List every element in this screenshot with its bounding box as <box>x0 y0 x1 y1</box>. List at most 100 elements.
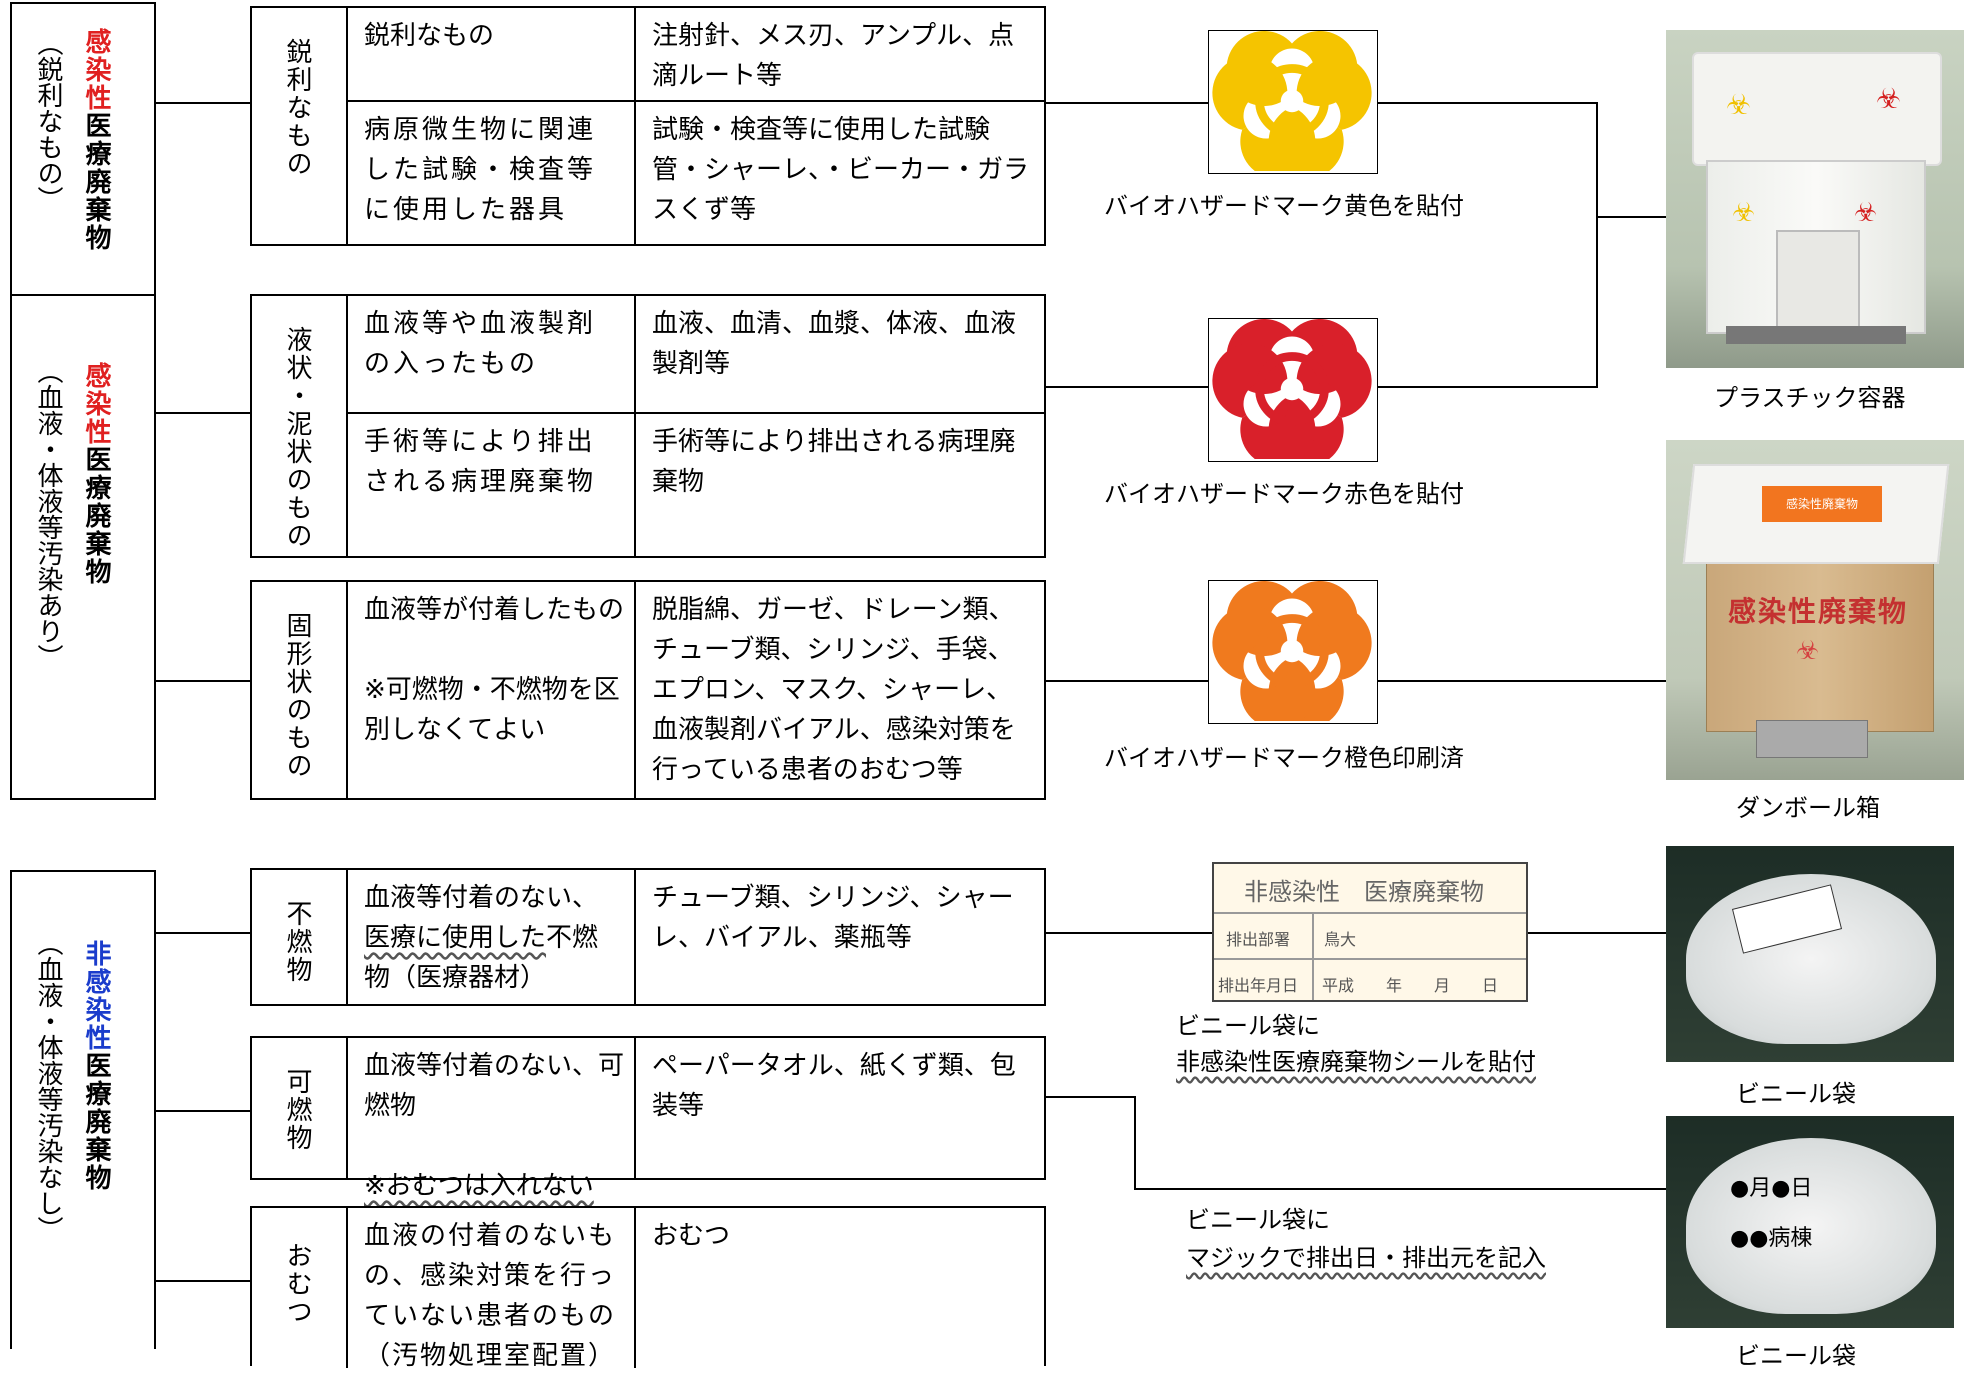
marker-note-2: マジックで排出日・排出元を記入 <box>1186 1244 1546 1272</box>
connector-line <box>1134 1096 1136 1190</box>
biohazard-yellow-icon <box>1212 30 1372 179</box>
vinyl-bag-photo <box>1666 846 1954 1062</box>
examples-cell: チューブ類、シリンジ、シャーレ、バイアル、薬瓶等 <box>652 883 1014 953</box>
box-label: 感染性廃棄物 <box>1728 595 1909 628</box>
category-sub-sharp: （鋭利なもの） <box>33 30 63 212</box>
vinyl-bag-photo: ●月●日 ●●病棟 <box>1666 1116 1954 1328</box>
sticker-row2-value: 平成 年 月 日 <box>1322 976 1499 995</box>
category-box-sharp <box>10 2 156 296</box>
item-text-emphasis: 医療に使用した <box>364 923 547 953</box>
group-table-sharp: 鋭利なもの 鋭利なもの 注射針、メス刃、アンプル、点滴ルート等 病原微生物に関連… <box>250 6 1046 246</box>
category-black-text: 医療廃棄物 <box>81 1052 111 1192</box>
connector-line <box>156 1110 252 1112</box>
connector-line <box>1046 386 1208 388</box>
biohazard-yellow-caption: バイオハザードマーク黄色を貼付 <box>1104 192 1464 220</box>
connector-line <box>156 412 252 414</box>
biohazard-sticker-icon: ☣ <box>1854 198 1878 228</box>
sticker-row1-label: 排出部署 <box>1226 930 1291 949</box>
item-cell: 血液等付着のない、医療に使用した不燃物（医療器材） <box>348 870 634 998</box>
connector-line <box>1378 680 1666 682</box>
category-label-infectious-contaminated: 感染性医療廃棄物 <box>81 362 111 586</box>
item-text-emphasis: ※おむつは入れない <box>364 1171 594 1201</box>
category-black-text: 医療廃棄物 <box>81 112 111 252</box>
examples-cell: 注射針、メス刃、アンプル、点滴ルート等 <box>652 21 1015 91</box>
category-sub-contaminated: （血液・体液等汚染あり） <box>33 358 63 670</box>
category-box-contaminated <box>10 294 156 800</box>
examples-cell: 血液、血清、血漿、体液、血液製剤等 <box>652 309 1017 379</box>
examples-cell: 試験・検査等に使用した試験管・シャーレ、・ビーカー・ガラスくず等 <box>652 115 1030 225</box>
connector-line <box>1046 680 1208 682</box>
item-cell: 血液等や血液製剤の入ったもの <box>364 309 597 379</box>
connector-line <box>1378 102 1598 104</box>
group-table-nonflammable: 不燃物 血液等付着のない、医療に使用した不燃物（医療器材） チューブ類、シリンジ… <box>250 868 1046 1006</box>
category-sub-noninfectious: （血液・体液等汚染なし） <box>33 930 63 1242</box>
biohazard-red-caption: バイオハザードマーク赤色を貼付 <box>1104 480 1464 508</box>
noninfectious-sticker: 非感染性 医療廃棄物 排出部署 鳥大 排出年月日 平成 年 月 日 <box>1212 862 1528 1002</box>
item-cell: 鋭利なもの <box>364 21 495 51</box>
connector-line <box>156 932 252 934</box>
examples-cell: 手術等により排出される病理廃棄物 <box>652 427 1016 497</box>
category-label-infectious-sharp: 感染性医療廃棄物 <box>81 28 111 252</box>
container-caption: ダンボール箱 <box>1736 794 1880 822</box>
connector-line <box>1596 102 1598 388</box>
biohazard-print-icon: ☣ <box>1796 636 1820 666</box>
examples-cell: おむつ <box>652 1221 731 1251</box>
connector-line <box>1528 932 1666 934</box>
biohazard-orange-frame <box>1208 580 1378 729</box>
biohazard-sticker-icon: ☣ <box>1732 198 1756 228</box>
biohazard-red-icon <box>1212 319 1372 467</box>
category-black-text: 医療廃棄物 <box>81 446 111 586</box>
biohazard-orange-icon <box>1212 581 1372 729</box>
cardboard-box-photo: 感染性廃棄物 感染性廃棄物 ☣ <box>1666 440 1964 780</box>
sticker-title: 非感染性 医療廃棄物 <box>1244 878 1484 906</box>
bag-ward-text: ●●病棟 <box>1730 1226 1813 1251</box>
connector-line <box>156 1280 252 1282</box>
examples-cell: ペーパータオル、紙くず類、包装等 <box>652 1051 1016 1121</box>
item-cell: 病原微生物に関連した試験・検査等に使用した器具 <box>364 115 597 225</box>
item-text: 不燃物（医療器材） <box>364 923 599 993</box>
category-red-text: 感染性 <box>81 28 111 112</box>
category-label-noninfectious: 非感染性医療廃棄物 <box>81 940 111 1192</box>
connector-line <box>1046 102 1208 104</box>
connector-line <box>156 102 252 104</box>
biohazard-red-frame <box>1208 318 1378 467</box>
group-table-flammable: 可燃物 血液等付着のない、可燃物 ※おむつは入れない ペーパータオル、紙くず類、… <box>250 1036 1046 1201</box>
group-label: 固形状のもの <box>282 612 312 780</box>
item-cell: 血液等付着のない、可燃物 ※おむつは入れない <box>348 1038 634 1206</box>
item-cell: 血液等が付着したもの ※可燃物・不燃物を区別しなくてよい <box>364 595 625 745</box>
container-caption: ビニール袋 <box>1736 1342 1856 1370</box>
connector-line <box>1596 216 1666 218</box>
group-label: 不燃物 <box>282 900 312 984</box>
sticker-caption-2: 非感染性医療廃棄物シールを貼付 <box>1176 1048 1536 1076</box>
sticker-caption-1: ビニール袋に <box>1176 1012 1320 1040</box>
biohazard-sticker-icon: ☣ <box>1726 88 1752 121</box>
connector-line <box>1134 1188 1666 1190</box>
group-label: 液状・泥状のもの <box>282 326 312 550</box>
group-table-diaper: おむつ 血液の付着のないもの、感染対策を行っていない患者のもの（汚物処理室配置）… <box>250 1206 1046 1371</box>
sticker-row2-label: 排出年月日 <box>1218 976 1299 995</box>
item-cell: 手術等により排出される病理廃棄物 <box>364 427 597 497</box>
biohazard-sticker-icon: ☣ <box>1876 82 1902 115</box>
group-label: 可燃物 <box>282 1068 312 1152</box>
container-caption: プラスチック容器 <box>1714 384 1906 412</box>
marker-note-1: ビニール袋に <box>1186 1206 1330 1234</box>
orange-tag: 感染性廃棄物 <box>1762 486 1882 522</box>
category-blue-text: 非感染性 <box>81 940 111 1052</box>
item-text: 血液等付着のない、 <box>364 883 599 913</box>
group-label: おむつ <box>282 1242 312 1326</box>
plastic-container-photo: ☣ ☣ ☣ ☣ <box>1666 30 1964 368</box>
examples-cell: 脱脂綿、ガーゼ、ドレーン類、チューブ類、シリンジ、手袋、エプロン、マスク、シャー… <box>652 595 1016 785</box>
bag-date-text: ●月●日 <box>1730 1176 1813 1201</box>
category-red-text: 感染性 <box>81 362 111 446</box>
connector-line <box>1046 1096 1136 1098</box>
connector-line <box>1378 386 1598 388</box>
biohazard-yellow-frame <box>1208 30 1378 179</box>
group-label: 鋭利なもの <box>282 38 312 178</box>
connector-line <box>156 680 252 682</box>
biohazard-orange-caption: バイオハザードマーク橙色印刷済 <box>1104 744 1464 772</box>
group-table-solid: 固形状のもの 血液等が付着したもの ※可燃物・不燃物を区別しなくてよい 脱脂綿、… <box>250 580 1046 800</box>
item-cell: 血液の付着のないもの、感染対策を行っていない患者のもの（汚物処理室配置） <box>364 1221 617 1371</box>
container-caption: ビニール袋 <box>1736 1080 1856 1108</box>
connector-line <box>1046 932 1212 934</box>
group-table-liquid: 液状・泥状のもの 血液等や血液製剤の入ったもの 血液、血清、血漿、体液、血液製剤… <box>250 294 1046 558</box>
